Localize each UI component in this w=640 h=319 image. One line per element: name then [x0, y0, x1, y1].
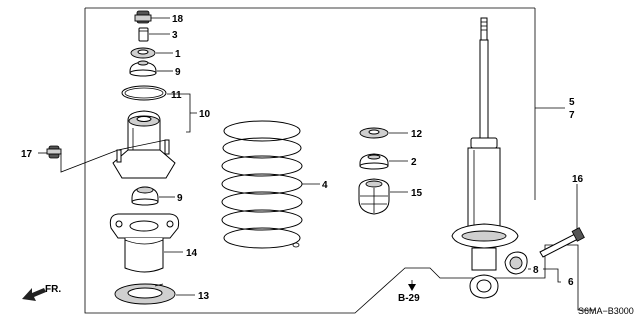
part-2-bushing — [359, 153, 389, 170]
callout-1: 1 — [175, 49, 181, 60]
part-9-lower-rubber — [131, 186, 159, 206]
part-9-upper-rubber — [129, 60, 157, 77]
callout-13: 13 — [198, 291, 210, 302]
callout-12: 12 — [411, 129, 423, 140]
part-18-nut — [134, 10, 152, 24]
part-5-7-shock-absorber — [451, 17, 519, 299]
callout-18: 18 — [172, 14, 184, 25]
callout-6: 6 — [568, 277, 574, 288]
callout-17: 17 — [21, 149, 33, 160]
front-arrow-icon — [22, 288, 46, 301]
reference-arrow — [408, 280, 416, 291]
part-13-spring-seat — [114, 283, 176, 305]
callout-2: 2 — [411, 157, 417, 168]
callout-5: 5 — [569, 97, 575, 108]
part-17-flange-nut — [46, 145, 62, 159]
part-4-coil-spring — [221, 120, 303, 249]
part-12-washer — [359, 127, 389, 139]
part-14-spring-cup — [109, 213, 180, 273]
callout-11-label: 11 — [171, 90, 182, 101]
part-11-ring — [121, 85, 167, 101]
part-10-mount-base — [112, 110, 176, 179]
callout-3: 3 — [172, 30, 178, 41]
part-15-bump-stop — [358, 178, 390, 215]
callout-14: 14 — [186, 248, 198, 259]
part-8-bushing — [504, 251, 528, 275]
callout-16: 16 — [572, 174, 584, 185]
callout-15: 15 — [411, 188, 423, 199]
diagram-code: S6MA−B3000 — [578, 306, 634, 316]
callout-9-lower: 9 — [177, 193, 183, 204]
callout-9-upper: 9 — [175, 67, 181, 78]
group-frame — [84, 7, 595, 314]
part-1-washer — [130, 47, 156, 59]
part-3-collar — [138, 27, 149, 42]
part-16-bolt — [539, 227, 585, 258]
callout-4: 4 — [322, 180, 328, 191]
reference-b29: B-29 — [398, 293, 420, 304]
callout-8: 8 — [533, 265, 539, 276]
front-label: FR. — [45, 284, 61, 295]
callout-10: 10 — [199, 109, 211, 120]
callout-7: 7 — [569, 110, 575, 121]
